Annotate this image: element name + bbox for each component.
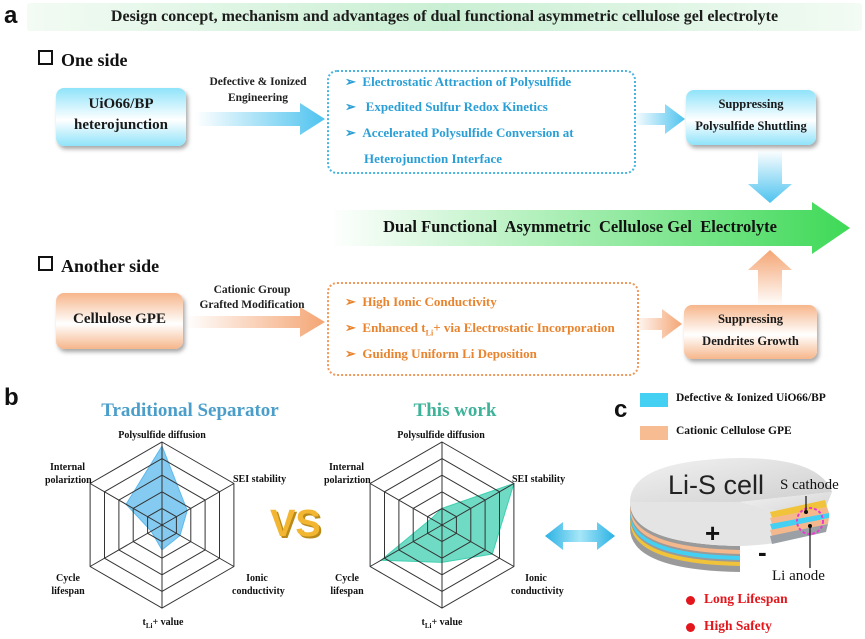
legend-gpe: Cationic Cellulose GPE xyxy=(676,425,792,437)
right-radar-axis-5 xyxy=(369,483,443,526)
arrow-up-orange xyxy=(748,250,792,306)
uio66-bp-box: UiO66/BP heterojunction xyxy=(56,88,186,146)
vs-label: VS xyxy=(270,503,321,545)
right-radar-axis-1 xyxy=(441,483,515,526)
s-cathode-label: S cathode xyxy=(780,477,839,493)
cell-label: Li-S cell xyxy=(668,470,765,500)
another-side-item-3: ➢ Guiding Uniform Li Deposition xyxy=(345,346,537,361)
this-work-title: This work xyxy=(413,400,497,421)
left-axis-polysulfide: Polysulfide diffusion xyxy=(118,430,206,441)
minus-sign: - xyxy=(758,537,767,567)
cationic-label-2: Grafted Modification xyxy=(199,299,305,311)
one-side-item-4: Heterojunction Interface xyxy=(364,151,503,166)
arrow-down-blue xyxy=(748,150,792,203)
cellulose-gpe-label: Cellulose GPE xyxy=(73,311,166,327)
one-side-header: One side xyxy=(38,50,128,71)
right-radar-axis-4 xyxy=(369,524,443,567)
arrow-to-dendrites xyxy=(633,309,682,339)
banner-text: Dual Functional Asymmetric Cellulose Gel… xyxy=(383,217,777,236)
legend-uio66: Defective & Ionized UiO66/BP xyxy=(676,392,826,404)
right-radar-axis-2 xyxy=(441,524,515,567)
arrow-to-shuttling xyxy=(633,104,685,134)
left-radar-axis-4 xyxy=(89,524,163,567)
cellulose-gpe-box: Cellulose GPE xyxy=(56,293,183,349)
another-side-item-2: ➢ Enhanced tLi+ via Electrostatic Incorp… xyxy=(345,320,615,338)
legend-swatch-uio66 xyxy=(640,393,668,407)
left-radar-axis-5 xyxy=(89,483,163,526)
banner-arrow xyxy=(330,202,850,254)
another-side-header: Another side xyxy=(38,256,159,277)
uio66-line1: UiO66/BP xyxy=(88,96,154,112)
benefit-safety: High Safety xyxy=(704,618,772,633)
defective-label-1: Defective & Ionized xyxy=(209,76,307,88)
dendrites-line1: Suppressing xyxy=(717,312,784,326)
uio66-line2: heterojunction xyxy=(74,117,168,133)
one-side-item-3: ➢ Accelerated Polysulfide Conversion at xyxy=(345,125,574,140)
another-side-item-1: ➢ High Ionic Conductivity xyxy=(345,294,497,309)
panel-label-b: b xyxy=(4,384,19,411)
left-axis-tli: tLi+ value xyxy=(142,617,184,630)
defective-label-2: Engineering xyxy=(227,92,289,104)
legend-swatch-gpe xyxy=(640,426,668,440)
right-axis-sei: SEI stability xyxy=(512,474,566,485)
left-radar-axis-2 xyxy=(161,524,235,567)
shuttling-box: Suppressing Polysulfide Shuttling xyxy=(686,90,816,145)
dendrites-line2: Dendrites Growth xyxy=(702,334,799,348)
double-arrow xyxy=(545,522,615,550)
right-axis-polysulfide: Polysulfide diffusion xyxy=(397,430,485,441)
one-side-item-2: ➢ Expedited Sulfur Redox Kinetics xyxy=(345,99,548,114)
one-side-item-1: ➢ Electrostatic Attraction of Polysulfid… xyxy=(345,74,572,89)
figure-title: Design concept, mechanism and advantages… xyxy=(110,8,779,25)
dendrites-box: Suppressing Dendrites Growth xyxy=(684,305,817,359)
shuttling-line2: Polysulfide Shuttling xyxy=(695,119,807,133)
shuttling-line1: Suppressing xyxy=(718,97,784,111)
arrow-defective xyxy=(195,103,325,135)
benefit-lifespan: Long Lifespan xyxy=(704,591,788,606)
li-s-cell-illustration xyxy=(630,458,832,572)
cationic-label-1: Cationic Group xyxy=(213,284,291,296)
traditional-title: Traditional Separator xyxy=(101,400,279,421)
plus-sign: + xyxy=(705,518,721,548)
right-axis-tli: tLi+ value xyxy=(421,617,463,630)
bullet-safety xyxy=(686,623,695,632)
title-bar xyxy=(27,3,862,31)
bullet-lifespan xyxy=(686,596,695,605)
panel-label-a: a xyxy=(4,2,18,29)
another-side-list xyxy=(327,282,639,376)
arrow-cationic xyxy=(185,307,325,337)
one-side-list xyxy=(327,70,636,174)
left-radar-axis-1 xyxy=(161,483,235,526)
panel-label-c: c xyxy=(614,396,628,423)
left-axis-sei: SEI stability xyxy=(233,474,287,485)
li-anode-label: Li anode xyxy=(772,568,825,584)
